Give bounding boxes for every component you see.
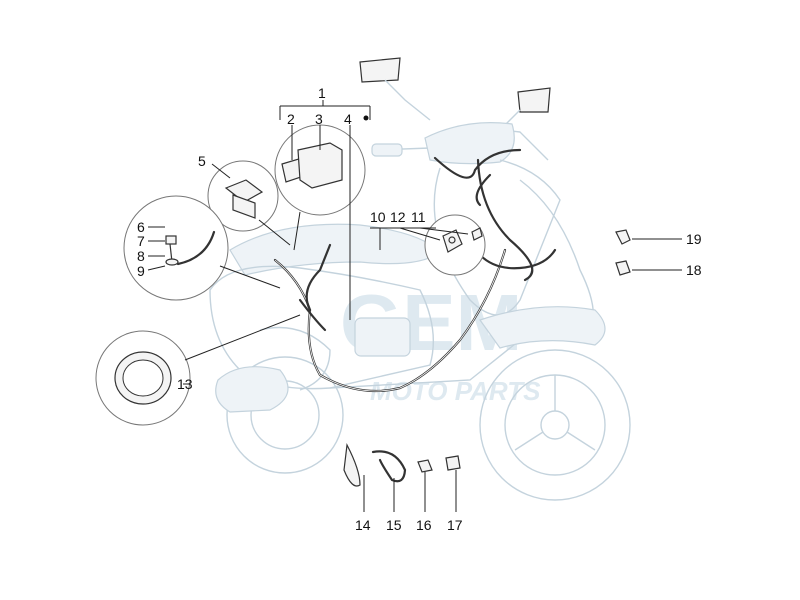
ground-bolt-head (165, 235, 177, 245)
seat (229, 223, 441, 276)
callout-2-3-leader (293, 211, 301, 251)
label-8: 8 (137, 248, 145, 264)
leader-lines (147, 100, 682, 512)
part-19 (615, 229, 631, 245)
part-17 (445, 455, 461, 471)
leader-9 (147, 265, 166, 271)
label-15: 15 (386, 517, 402, 533)
label-9: 9 (137, 263, 145, 279)
harness-seat-branch (305, 243, 332, 312)
label-6: 6 (137, 219, 145, 235)
label-12: 12 (390, 209, 406, 225)
callout-13-leader (184, 314, 301, 361)
label-10: 10 (370, 209, 386, 225)
label-18: 18 (686, 262, 702, 278)
front-spokes (514, 375, 596, 451)
ground-cable (176, 230, 216, 266)
left-mirror-stem (384, 79, 431, 121)
callout-5-leader (258, 219, 291, 246)
left-mirror (359, 57, 401, 83)
exhaust (215, 366, 289, 413)
callout-ground (123, 195, 281, 301)
callout-ecu (274, 124, 366, 251)
front-fender (479, 306, 606, 349)
leader-11 (419, 227, 469, 235)
front-shield (433, 159, 561, 316)
label-13: 13 (177, 376, 193, 392)
label-16: 16 (416, 517, 432, 533)
ecu-box (297, 142, 343, 189)
front-tyre (479, 349, 631, 501)
label-4: 4 (344, 111, 352, 127)
scooter-outline (209, 57, 631, 501)
leader-12 (399, 227, 441, 241)
leader-5 (211, 163, 231, 179)
part-15 (371, 450, 407, 483)
callout-6-9-leader (219, 265, 281, 289)
label-17: 17 (447, 517, 463, 533)
part-16 (417, 459, 433, 473)
right-mirror (517, 87, 551, 113)
label-19: 19 (686, 231, 702, 247)
label-2: 2 (287, 111, 295, 127)
callout-regulator (207, 160, 291, 246)
label-3: 3 (315, 111, 323, 127)
right-mirror-stem (504, 109, 521, 126)
part-14 (343, 442, 361, 487)
front-hub (540, 410, 570, 440)
label-11: 11 (411, 209, 426, 225)
floorboard (329, 339, 521, 389)
bracket-plate (232, 194, 256, 219)
harness-upper-loop (475, 173, 492, 207)
bullet-mark (363, 115, 369, 121)
grommet-inner (122, 359, 164, 397)
label-7: 7 (137, 233, 145, 249)
loose-parts (343, 227, 631, 487)
label-5: 5 (198, 153, 206, 169)
part-labels: 1 2 3 4 5 6 7 8 9 10 12 11 13 14 15 16 1… (137, 85, 702, 533)
callout-grommet (95, 314, 301, 426)
ground-washer (165, 258, 179, 266)
glove-box (354, 317, 411, 357)
engine-cover (259, 326, 331, 391)
callout-circle-6-9 (123, 195, 229, 301)
harness-right-branch (478, 248, 557, 270)
callout-clamp (424, 214, 486, 276)
label-14: 14 (355, 517, 371, 533)
clamp-screw (448, 236, 456, 244)
wiring-harness (273, 148, 557, 393)
label-1: 1 (318, 85, 326, 101)
part-11 (471, 227, 483, 241)
part-18 (615, 260, 631, 276)
rear-tyre (226, 356, 344, 474)
left-grip (371, 143, 403, 157)
headset (424, 122, 515, 165)
harness-front-branch (433, 148, 522, 179)
harness-rear-branch (298, 298, 327, 332)
